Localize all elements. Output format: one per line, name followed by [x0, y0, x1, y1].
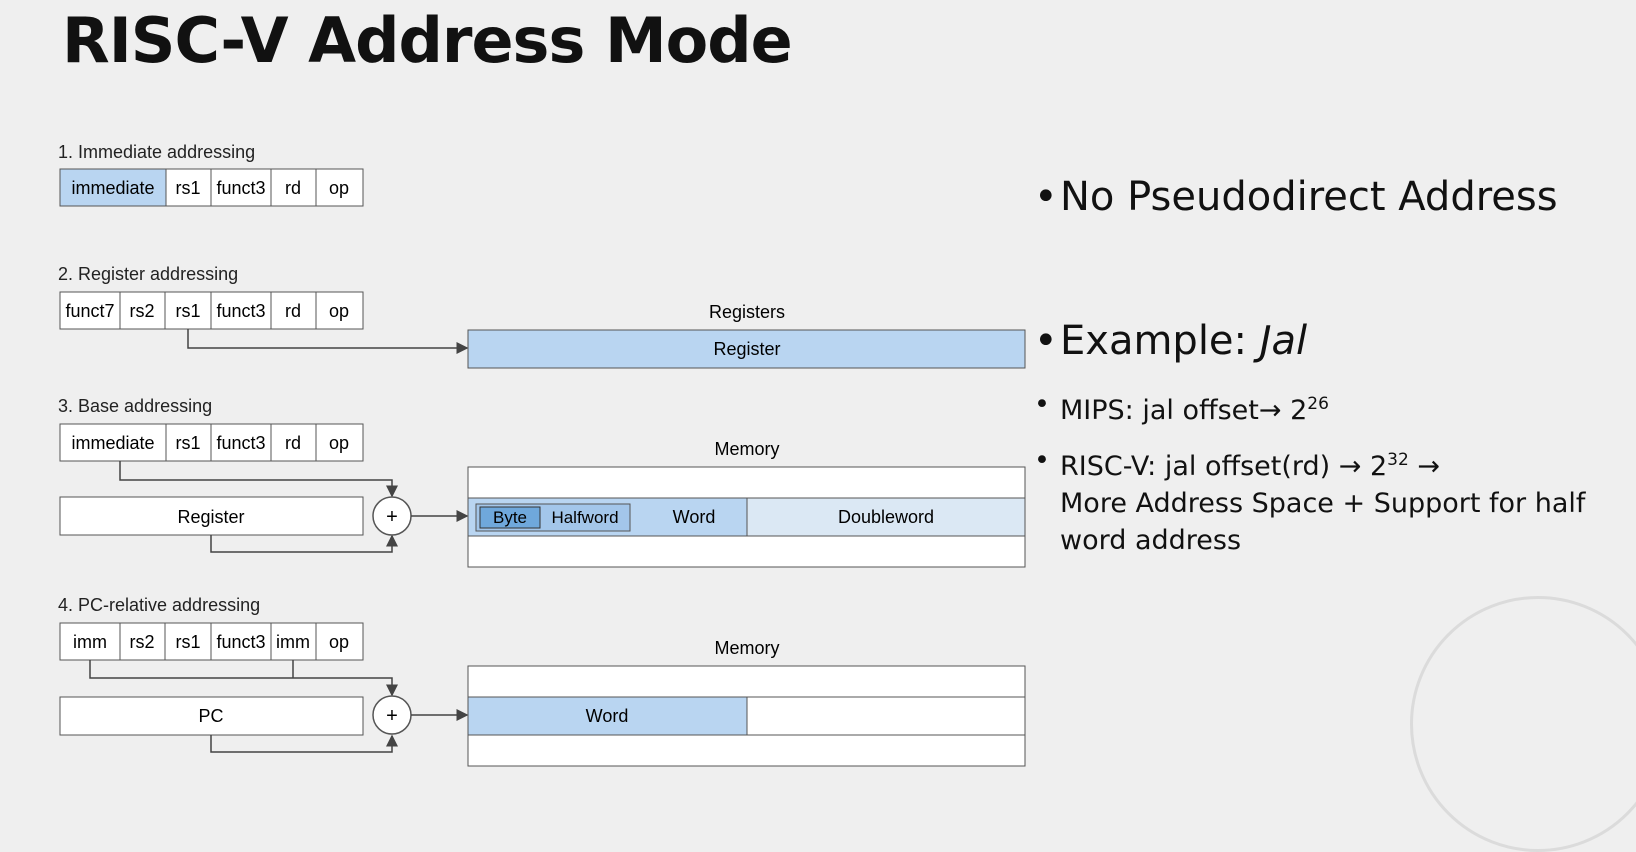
field-label: op	[329, 301, 349, 321]
university-seal-watermark	[1410, 596, 1636, 852]
base-register-label: Register	[177, 507, 244, 527]
field-label: funct7	[65, 301, 114, 321]
field-rs1	[164, 622, 212, 661]
field-funct7	[59, 291, 121, 330]
field-immediate	[59, 168, 167, 207]
bullet-dot: •	[1034, 174, 1058, 220]
field-rd	[270, 423, 317, 462]
doubleword-label: Doubleword	[838, 507, 934, 527]
memory-empty-cell	[746, 696, 1026, 736]
word-label: Word	[586, 706, 629, 726]
bullet-dot: •	[1034, 389, 1050, 420]
field-immediate	[59, 423, 167, 462]
field-funct3	[210, 423, 272, 462]
field-label: op	[329, 632, 349, 652]
imm-to-adder-arrow	[89, 660, 398, 697]
register-to-adder-arrow	[210, 534, 398, 553]
field-label: rs1	[175, 178, 200, 198]
field-label: funct3	[216, 178, 265, 198]
bullet-mips: • MIPS: jal offset→ 226	[1034, 386, 1620, 429]
memory-doubleword-cell	[746, 497, 1026, 537]
bullet-no-pseudodirect: •No Pseudodirect Address	[1034, 174, 1558, 220]
heading-base-addressing: 3. Base addressing	[58, 396, 212, 416]
field-label: imm	[73, 632, 107, 652]
power-base: 2	[1281, 395, 1308, 426]
bullet-riscv: • RISC-V: jal offset(rd) → 232 → More Addr…	[1034, 442, 1620, 559]
field-op	[315, 423, 364, 462]
instruction-format-base: immediate rs1 funct3 rd op	[59, 423, 364, 462]
field-op	[315, 622, 364, 661]
field-label: immediate	[71, 178, 154, 198]
field-rd	[270, 168, 317, 207]
field-op	[315, 168, 364, 207]
field-funct3	[210, 291, 272, 330]
pc-box	[59, 696, 364, 736]
field-label: rs2	[129, 301, 154, 321]
bullet-text-continued: More Address Space + Support for half wo…	[1060, 488, 1586, 556]
heading-immediate-addressing: 1. Immediate addressing	[58, 142, 255, 162]
field-label: imm	[276, 632, 310, 652]
bullet-text: No Pseudodirect Address	[1060, 174, 1558, 220]
addressing-modes-diagram: 1. Immediate addressing immediate rs1 fu…	[58, 142, 1026, 767]
field-label: rs1	[175, 433, 200, 453]
registers-label: Registers	[709, 302, 785, 322]
field-label: rs1	[175, 632, 200, 652]
bullet-italic: Jal	[1259, 318, 1308, 364]
bullet-text: MIPS: jal offset	[1060, 395, 1259, 426]
immediate-to-adder-arrow	[119, 461, 398, 498]
word-label: Word	[673, 507, 716, 527]
pc-to-adder-arrow	[210, 734, 398, 753]
instruction-format-pc-relative: imm rs2 rs1 funct3 imm op	[59, 622, 364, 661]
field-funct3	[210, 168, 272, 207]
halfword-label: Halfword	[551, 508, 618, 527]
slide-title: RISC-V Address Mode	[62, 4, 793, 77]
bullet-example: •Example: Jal	[1034, 318, 1308, 364]
field-rs1	[165, 423, 212, 462]
bullet-prefix: Example:	[1060, 318, 1260, 364]
memory-byte-cell	[479, 506, 541, 529]
field-funct3	[210, 622, 272, 661]
heading-register-addressing: 2. Register addressing	[58, 264, 238, 284]
field-label: rd	[285, 178, 301, 198]
field-label: rd	[285, 433, 301, 453]
power-exponent: 32	[1387, 450, 1409, 470]
field-label: op	[329, 178, 349, 198]
field-label: op	[329, 433, 349, 453]
bullet-dot: •	[1034, 445, 1050, 476]
field-rs1	[165, 168, 212, 207]
power-exponent: 26	[1307, 394, 1329, 414]
field-label: rs2	[129, 632, 154, 652]
base-register-box	[59, 496, 364, 536]
register-box	[467, 329, 1026, 369]
field-rd	[270, 291, 317, 330]
field-rs1	[164, 291, 212, 330]
rs1-to-register-arrow	[187, 329, 469, 354]
field-label: rs1	[175, 301, 200, 321]
field-label: funct3	[216, 433, 265, 453]
memory-label: Memory	[714, 439, 779, 459]
register-box-label: Register	[713, 339, 780, 359]
memory-label: Memory	[714, 638, 779, 658]
adder-plus: +	[386, 506, 398, 528]
arrow-icon: →	[1338, 451, 1362, 482]
instruction-format-immediate: immediate rs1 funct3 rd op	[59, 168, 364, 207]
byte-label: Byte	[493, 508, 527, 527]
power-base: 2	[1361, 451, 1388, 482]
arrow-icon: →	[1408, 451, 1441, 482]
adder-plus: +	[386, 705, 398, 727]
bullet-text: RISC-V: jal offset(rd)	[1060, 451, 1339, 482]
field-label: rd	[285, 301, 301, 321]
bullet-dot: •	[1034, 318, 1058, 364]
heading-pc-relative-addressing: 4. PC-relative addressing	[58, 595, 260, 615]
field-label: immediate	[71, 433, 154, 453]
field-imm	[270, 622, 317, 661]
instruction-format-register: funct7 rs2 rs1 funct3 rd op	[59, 291, 364, 330]
field-label: funct3	[216, 301, 265, 321]
field-label: funct3	[216, 632, 265, 652]
field-op	[315, 291, 364, 330]
field-rs2	[119, 622, 166, 661]
arrow-icon: →	[1258, 395, 1282, 426]
pc-label: PC	[198, 706, 223, 726]
